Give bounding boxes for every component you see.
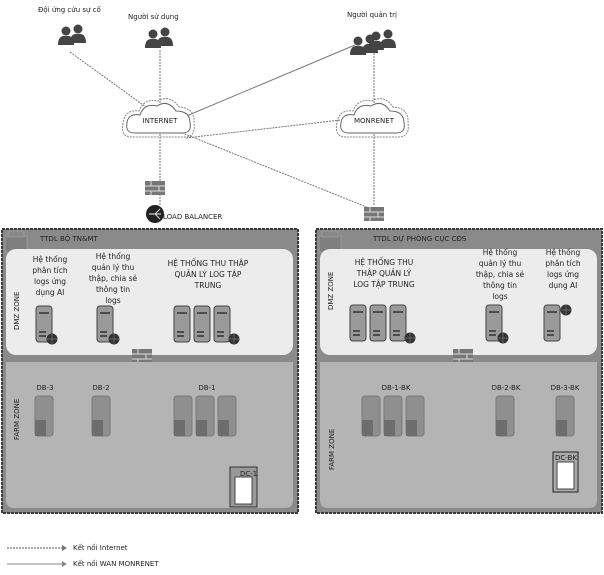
left-dc-title: TTDL BỘ TN&MT [39,234,98,243]
dmz-label: DMZ ZONE [327,272,335,310]
db-label: DB-3-BK [551,384,580,392]
firewall-icon [363,206,385,222]
globe-icon [404,332,416,344]
monrenet-cloud: MONRENET [335,98,409,138]
people-icon [145,27,173,48]
legend: Kết nối Internet Kết nối WAN MONRENET [7,544,159,568]
globe-icon [108,333,120,345]
db-label: DB-2 [92,384,109,392]
monrenet-label: MONRENET [354,117,395,125]
globe-icon [228,333,240,345]
database-server[interactable] [91,395,111,437]
right-dc-title: TTDL DỰ PHÒNG CỤC CĐS [372,234,467,243]
db-label: DB-3 [36,384,53,392]
globe-icon [560,304,572,316]
db-label: DB-1-BK [382,384,411,392]
incident-team-group[interactable]: Đội ứng cứu sự cố [38,6,102,45]
users-group[interactable]: Người sử dụng [128,13,179,48]
database-server[interactable] [495,395,515,437]
domain-controller[interactable]: DC-BK [552,451,579,493]
database-server[interactable] [173,395,193,437]
database-server[interactable] [361,395,381,437]
users-label: Người sử dụng [128,13,179,21]
database-server[interactable] [555,395,575,437]
database-server[interactable] [34,395,54,437]
database-server[interactable] [217,395,237,437]
globe-icon [46,333,58,345]
database-server[interactable] [383,395,403,437]
people-icon [58,24,86,45]
building-icon [318,230,342,253]
database-server[interactable] [195,395,215,437]
internet-cloud: INTERNET [121,98,195,138]
line-internet-backup [164,125,375,211]
firewall-icon [144,180,166,196]
server-central[interactable] [173,305,240,345]
globe-icon [497,332,509,344]
line-admin-internet [164,44,356,126]
load-balancer-label: LOAD BALANCER [163,213,222,221]
admins-group[interactable]: Người quản trị [347,11,397,55]
right-datacenter: TTDL DỰ PHÒNG CỤC CĐS DMZ ZONE HỆ THỐNG … [315,228,603,514]
incident-team-label: Đội ứng cứu sự cố [38,6,102,14]
legend-internet: Kết nối Internet [73,544,128,552]
database-server[interactable] [405,395,425,437]
internet-label: INTERNET [143,117,179,125]
legend-wan: Kết nối WAN MONRENET [73,560,159,568]
dc-label: DC-1 [240,470,257,478]
db-label: DB-1 [198,384,215,392]
farm-label: FARM ZONE [328,429,336,470]
load-balancer: LOAD BALANCER [146,205,222,223]
dmz-label: DMZ ZONE [13,292,21,330]
firewall-icon [131,348,153,364]
server-central[interactable] [349,304,416,344]
line-incident-internet [69,51,151,111]
domain-controller[interactable]: DC-1 [229,466,258,508]
firewall-icon [452,348,474,364]
dc-label: DC-BK [555,454,577,462]
farm-label: FARM ZONE [13,399,21,440]
right-dmz-zone [320,249,597,355]
line-lb-monrenet [185,117,359,139]
building-icon [4,230,28,253]
db-label: DB-2-BK [492,384,521,392]
admins-label: Người quản trị [347,11,397,19]
